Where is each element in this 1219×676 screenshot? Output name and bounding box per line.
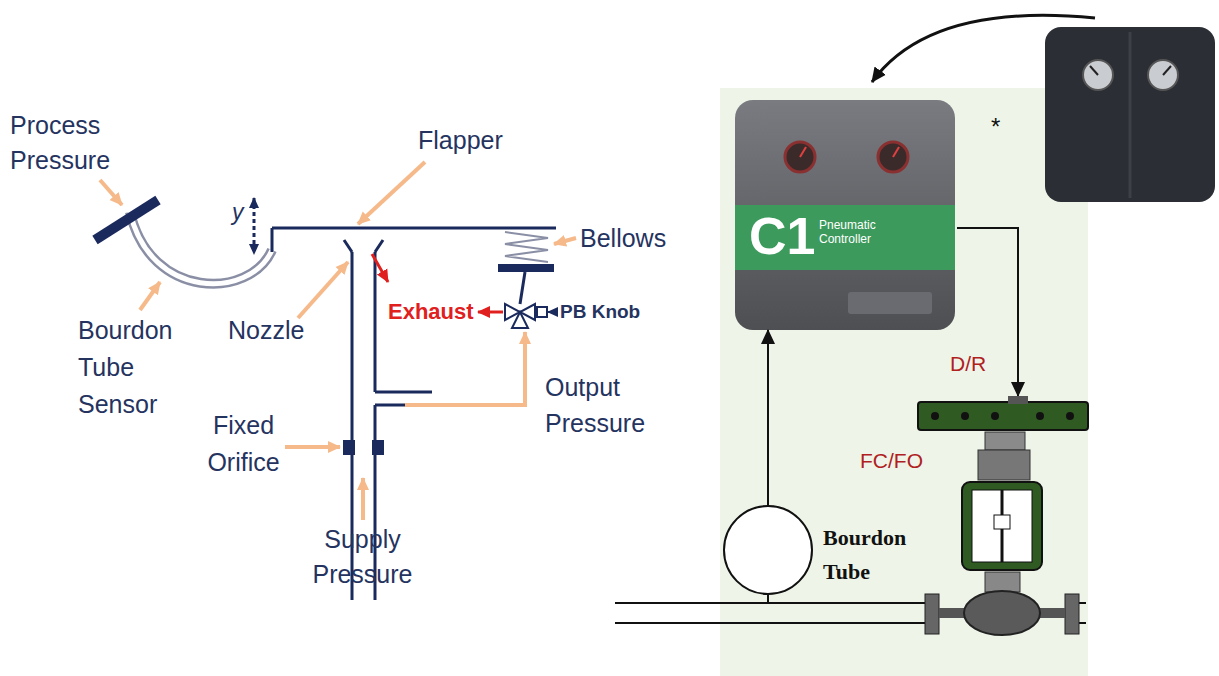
controller-photo (1045, 27, 1215, 202)
control-valve (918, 402, 1088, 430)
control-valve (985, 572, 1020, 592)
controller-photo (1129, 32, 1132, 198)
flapper-nozzle (343, 440, 355, 455)
flapper-nozzle (375, 391, 432, 394)
controller-body (735, 205, 955, 270)
bourdon-sensor (95, 200, 158, 240)
flapper-nozzle (344, 240, 352, 252)
leader-arrows (358, 162, 425, 224)
pb-valve (512, 312, 528, 328)
flapper-nozzle (272, 228, 556, 600)
footnote-mark: * (991, 112, 1011, 142)
flapper-nozzle (375, 240, 383, 252)
signal-line (767, 330, 769, 505)
pb-valve (505, 304, 557, 328)
controller-body (848, 292, 932, 314)
part-label: Bourdon Tube Sensor (78, 312, 183, 423)
control-valve (1008, 396, 1028, 404)
leader-arrows (298, 262, 348, 318)
part-label: Flapper (418, 123, 518, 158)
bellows (520, 272, 525, 304)
bourdon-sensor (130, 212, 272, 284)
controller-body (785, 142, 815, 172)
leader-arrows (285, 445, 340, 449)
control-valve (978, 450, 1030, 480)
photo-arrow (872, 15, 1095, 82)
controller-photo (1083, 60, 1113, 90)
control-valve (615, 396, 1088, 635)
part-label: Nozzle (228, 313, 318, 348)
control-valve (925, 594, 939, 634)
controller-body (735, 100, 955, 330)
flapper-nozzle (272, 227, 556, 230)
controller-body (878, 142, 908, 172)
control-valve (1079, 622, 1086, 624)
control-valve (964, 591, 1040, 635)
sensor-label: Bourdon Tube (823, 521, 933, 589)
part-label: Bellows (580, 221, 690, 256)
exhaust-arrows (478, 311, 503, 314)
pb-valve (548, 311, 557, 313)
control-valve (1036, 412, 1044, 420)
control-valve (931, 412, 939, 420)
leader-arrows (361, 478, 365, 520)
displacement-arrow (254, 198, 255, 254)
bourdon-circle: Bourdon Tube (723, 505, 813, 595)
control-valve (985, 432, 1025, 450)
knob-label: PB Knob (560, 298, 660, 326)
bourdon-sensor (130, 212, 272, 284)
model-caption: Pneumatic Controller (819, 218, 899, 246)
part-label: Fixed Orifice (196, 407, 291, 481)
model-name: C1 (749, 208, 815, 264)
controller-photo (1045, 27, 1215, 202)
controller-photo (1163, 66, 1171, 75)
failure-label: FC/FO (860, 447, 940, 475)
part-label: Output Pressure (545, 369, 660, 441)
control-valve (962, 482, 1042, 570)
leader-arrows (100, 180, 122, 205)
control-valve (615, 602, 925, 604)
controller-photo (1148, 60, 1178, 90)
bellows (505, 232, 548, 262)
control-valve (615, 622, 925, 624)
loop-panel (720, 88, 1088, 676)
pb-valve (537, 307, 547, 317)
controller-body (735, 100, 955, 330)
control-valve (1066, 412, 1074, 420)
controller-body (800, 147, 806, 157)
controller-photo (1090, 66, 1098, 75)
controller-box: C1Pneumatic Controller (735, 100, 955, 330)
control-valve (1065, 594, 1079, 634)
action-label: D/R (950, 350, 1010, 378)
exhaust-label: Exhaust (388, 297, 478, 327)
leader-arrows (554, 238, 576, 244)
control-valve (961, 412, 969, 420)
leader-arrows (140, 282, 160, 310)
part-label: Supply Pressure (300, 522, 425, 592)
variable-label: y (232, 198, 252, 226)
controller-body (893, 147, 899, 157)
control-valve (994, 515, 1010, 529)
control-valve (972, 490, 1032, 562)
flapper-nozzle (372, 440, 384, 455)
control-valve (767, 595, 769, 603)
flapper-nozzle (374, 252, 377, 392)
displacement-arrow (253, 198, 256, 254)
bellows (498, 264, 554, 272)
leader-arrows (405, 332, 525, 405)
bourdon-sensor (271, 228, 274, 252)
exhaust-arrows (372, 254, 388, 282)
control-valve (991, 412, 999, 420)
control-valve (1079, 602, 1086, 604)
part-label: Process Pressure (10, 108, 125, 178)
bourdon-sensor (95, 200, 272, 284)
bellows (498, 232, 554, 304)
